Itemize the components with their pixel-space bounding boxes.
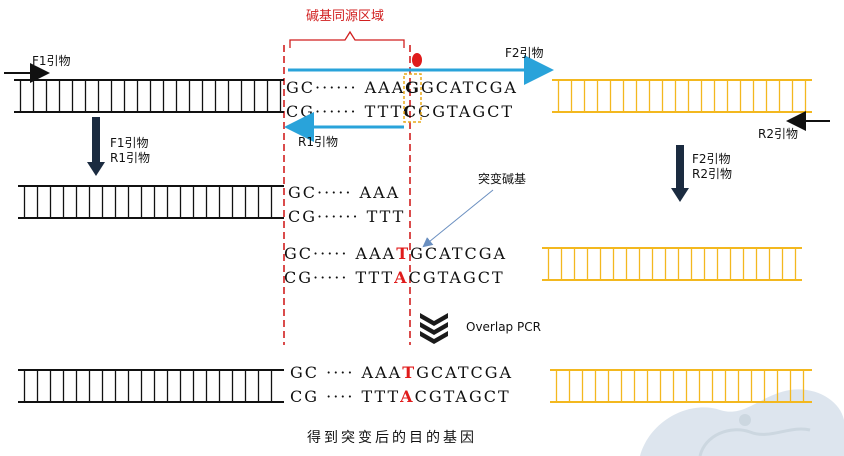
r2-primer-label: R2引物 — [758, 127, 798, 141]
f2-primer-label: F2引物 — [505, 46, 544, 60]
fragment2-dna-yellow — [542, 247, 802, 281]
r1-primer-label: R1引物 — [298, 135, 338, 149]
step2-r2-label: R2引物 — [692, 167, 732, 181]
overlap-pcr-label: Overlap PCR — [466, 320, 541, 334]
pcr-step-arrow-right — [671, 145, 689, 202]
final-top-seq: GC ···· AAATGCATCGA — [290, 363, 513, 382]
fragment2-bottom-seq: CG····· TTTACGTAGCT — [284, 268, 505, 287]
final-dna-left-black — [18, 369, 284, 403]
template-dna-right-yellow — [552, 79, 812, 113]
step2-f2-label: F2引物 — [692, 152, 731, 166]
fragment1-top-seq: GC····· AAA — [288, 183, 400, 202]
template-dna-left-black — [14, 79, 284, 113]
mutation-site-dot — [412, 53, 422, 67]
mutation-pointer-arrow — [422, 189, 494, 248]
homology-brace — [289, 30, 405, 48]
seq-bottom-strand: CG······ TTTCCGTAGCT — [286, 102, 514, 121]
fragment1-bottom-seq: CG······ TTT — [288, 207, 405, 226]
final-bottom-seq: CG ···· TTTACGTAGCT — [290, 387, 511, 406]
mutation-site-box — [403, 73, 422, 123]
overlap-pcr-chevrons-icon — [420, 313, 448, 344]
f1-primer-label: F1引物 — [32, 54, 71, 68]
final-dna-right-yellow — [550, 369, 812, 403]
homology-region-label: 碱基同源区域 — [306, 9, 384, 24]
fragment1-dna-black — [18, 185, 284, 219]
step1-f1-label: F1引物 — [110, 136, 149, 150]
final-caption: 得到突变后的目的基因 — [307, 429, 477, 446]
fragment2-top-seq: GC····· AAATGCATCGA — [284, 244, 507, 263]
pcr-step-arrow-left — [87, 117, 105, 176]
mutation-base-label: 突变碱基 — [478, 171, 526, 186]
seq-top-strand: GC······ AAAGGCATCGA — [286, 78, 518, 97]
step1-r1-label: R1引物 — [110, 151, 150, 165]
dragon-watermark-icon — [640, 389, 844, 456]
